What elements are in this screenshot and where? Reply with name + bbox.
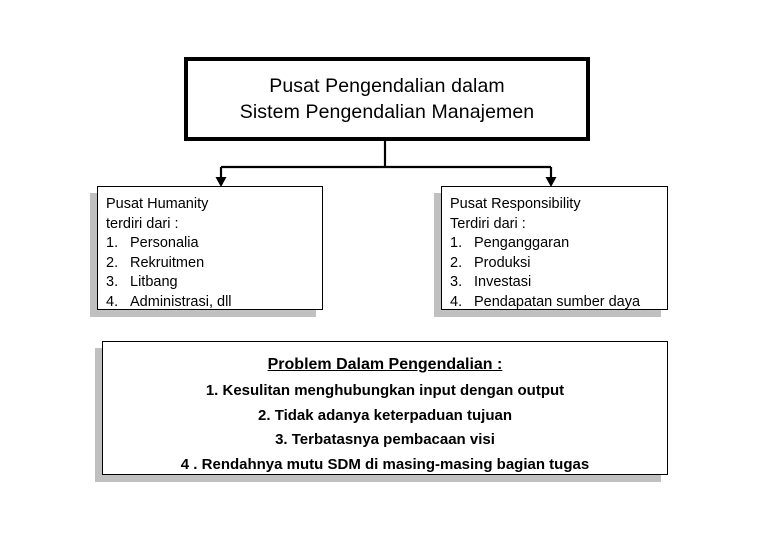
responsibility-node: Pusat Responsibility Terdiri dari : 1. P… <box>441 186 668 310</box>
responsibility-item-number-1: 1. <box>450 235 463 252</box>
responsibility-item-number-4: 4. <box>450 293 463 310</box>
list-item: 2. Rekruitmen <box>106 254 322 274</box>
problem-node: Problem Dalam Pengendalian : 1. Kesulita… <box>102 341 668 475</box>
responsibility-header-line-1: Pusat Responsibility <box>450 196 581 212</box>
humanity-item-number-3: 3. <box>106 274 119 291</box>
arrowhead-right-icon <box>545 177 557 187</box>
problem-node-title: Problem Dalam Pengendalian : <box>267 356 503 373</box>
responsibility-item-label-3: Investasi <box>474 274 532 291</box>
list-item: 3. Investasi <box>450 273 667 293</box>
humanity-item-number-4: 4. <box>106 293 119 310</box>
humanity-item-label-2: Rekruitmen <box>130 254 205 271</box>
humanity-item-number-1: 1. <box>106 235 119 252</box>
arrowhead-left-icon <box>215 177 227 187</box>
title-line-2: Sistem Pengendalian Manajemen <box>239 101 535 123</box>
responsibility-item-number-3: 3. <box>450 274 463 291</box>
humanity-item-label-1: Personalia <box>130 235 199 252</box>
list-item: 2. Tidak adanya keterpaduan tujuan <box>258 406 512 424</box>
responsibility-item-label-2: Produksi <box>474 254 531 271</box>
responsibility-item-label-1: Penganggaran <box>474 235 570 252</box>
humanity-item-label-3: Litbang <box>130 274 178 291</box>
list-item: 4. Pendapatan sumber daya <box>450 293 667 313</box>
humanity-item-number-2: 2. <box>106 254 119 271</box>
list-item: 1. Kesulitan menghubungkan input dengan … <box>205 382 565 399</box>
responsibility-item-list: 1. Penganggaran 2. Produksi 3. Investasi… <box>450 234 667 312</box>
title-node: Pusat Pengendalian dalam Sistem Pengenda… <box>184 57 590 141</box>
list-item: 4 . Rendahnya mutu SDM di masing-masing … <box>180 455 590 473</box>
list-item: 1. Personalia <box>106 234 322 254</box>
list-item: 2. Produksi <box>450 254 667 274</box>
list-item: 4. Administrasi, dll <box>106 293 322 313</box>
humanity-node: Pusat Humanity terdiri dari : 1. Persona… <box>97 186 323 310</box>
humanity-header-line-2: terdiri dari : <box>106 215 179 232</box>
humanity-header-line-1: Pusat Humanity <box>106 196 209 212</box>
responsibility-item-label-4: Pendapatan sumber daya <box>474 293 641 310</box>
problem-item-list: 1. Kesulitan menghubungkan input dengan … <box>103 379 667 477</box>
responsibility-item-number-2: 2. <box>450 254 463 271</box>
list-item: 1. Penganggaran <box>450 234 667 254</box>
responsibility-header-line-2: Terdiri dari : <box>450 215 526 232</box>
humanity-item-list: 1. Personalia 2. Rekruitmen 3. Litbang 4… <box>106 234 322 312</box>
list-item: 3. Terbatasnya pembacaan visi <box>275 431 495 448</box>
list-item: 3. Litbang <box>106 273 322 293</box>
humanity-item-label-4: Administrasi, dll <box>130 293 232 310</box>
title-line-1: Pusat Pengendalian dalam <box>269 75 505 97</box>
